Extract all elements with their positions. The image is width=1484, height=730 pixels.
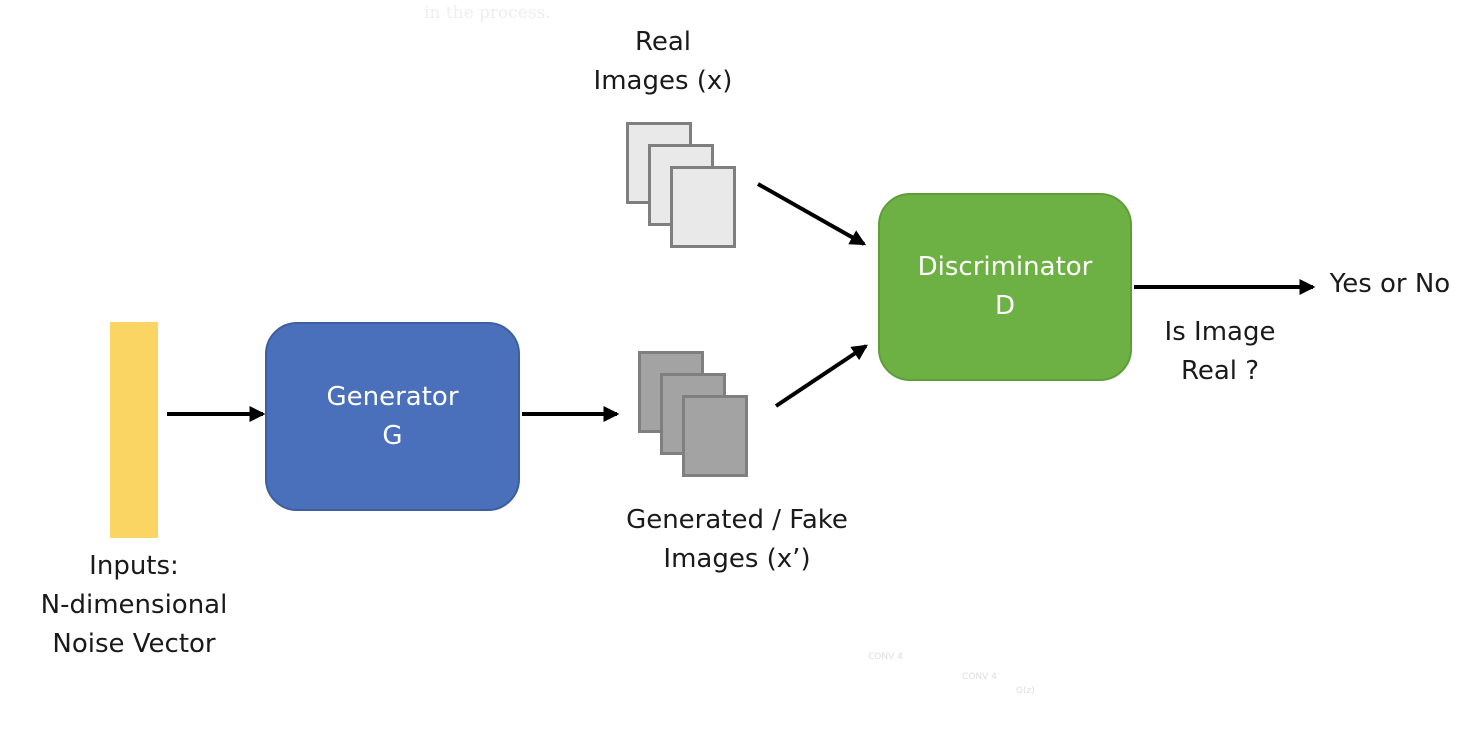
output-label: Yes or No xyxy=(1329,269,1451,299)
faint-caption-text: in the process. xyxy=(424,3,551,23)
inputs-label-line-1: Inputs: xyxy=(89,551,179,581)
fake-image-page xyxy=(682,395,748,477)
question-label-line-1: Is Image xyxy=(1164,317,1276,347)
question-label-line-2: Real ? xyxy=(1180,356,1260,386)
fake-images-label-line-1: Generated / Fake xyxy=(626,505,848,535)
watermark-text: CONV 4 xyxy=(868,652,903,662)
fake-images-label-line-2: Images (x’) xyxy=(663,544,811,574)
discriminator-title: Discriminator xyxy=(917,252,1093,282)
inputs-label-line-2: N-dimensional xyxy=(40,590,228,620)
discriminator-box: Discriminator D xyxy=(878,193,1132,381)
inputs-label-line-3: Noise Vector xyxy=(52,629,216,659)
generator-box: Generator G xyxy=(265,322,520,511)
real-images-label-line-1: Real xyxy=(634,27,692,57)
watermark-text: CONV 4 xyxy=(962,672,997,682)
fake-images-label: Generated / Fake Images (x’) xyxy=(597,501,877,579)
discriminator-symbol: D xyxy=(994,291,1016,321)
real-images-label: Real Images (x) xyxy=(563,23,763,101)
question-label: Is Image Real ? xyxy=(1140,313,1300,391)
real-images-label-line-2: Images (x) xyxy=(593,66,733,96)
real-image-page xyxy=(670,166,736,248)
generator-title: Generator xyxy=(326,381,459,412)
arrow-fake-to-discriminator xyxy=(774,344,868,408)
watermark-text: G(z) xyxy=(1016,686,1035,696)
generator-symbol: G xyxy=(382,420,403,451)
arrow-real-to-discriminator xyxy=(757,182,867,246)
noise-vector-bar xyxy=(110,322,158,538)
inputs-label: Inputs: N-dimensional Noise Vector xyxy=(14,547,254,664)
